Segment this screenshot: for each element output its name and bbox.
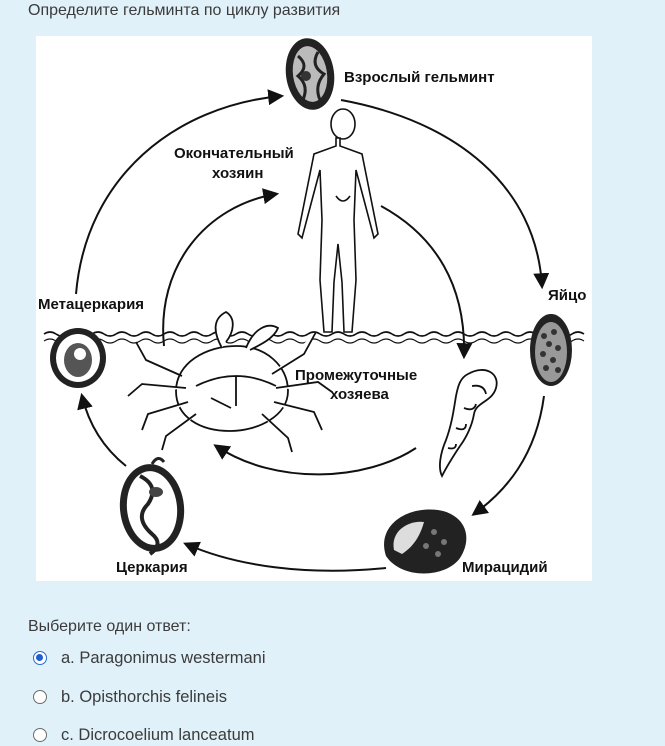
option-a[interactable]: a. Paragonimus westermani <box>33 647 266 669</box>
arrow-miracidium-to-cercaria <box>183 541 387 572</box>
cercaria-illustration <box>119 457 185 556</box>
option-a-label: a. Paragonimus westermani <box>61 648 266 667</box>
snail-illustration <box>439 369 498 479</box>
life-cycle-figure: Взрослый гельминт Окончательный хозяин Я… <box>36 36 592 581</box>
label-intermediate-hosts-1: Промежуточные <box>295 367 417 384</box>
radio-option-b[interactable] <box>33 690 47 704</box>
arrow-human-to-snail <box>380 205 473 360</box>
crab-illustration <box>127 310 333 453</box>
answer-prompt: Выберите один ответ: <box>28 618 191 635</box>
label-cercaria: Церкария <box>116 559 188 576</box>
arrow-egg-to-miracidium <box>471 395 545 516</box>
question-text: Определите гельминта по циклу развития <box>28 2 341 19</box>
water-line <box>43 331 585 337</box>
label-definitive-host-1: Окончательный <box>174 145 294 162</box>
option-b-label: b. Opisthorchis felineis <box>61 687 227 706</box>
adult-worm-illustration <box>285 38 335 110</box>
arrow-snail-to-crab <box>213 444 417 476</box>
radio-option-c[interactable] <box>33 728 47 742</box>
label-intermediate-hosts-2: хозяева <box>330 386 390 403</box>
life-cycle-diagram: Взрослый гельминт Окончательный хозяин Я… <box>38 38 586 576</box>
label-metacercaria: Метацеркария <box>38 296 144 313</box>
arrow-adult-to-egg <box>340 99 550 290</box>
human-illustration <box>297 108 379 333</box>
arrow-metacercaria-to-adult <box>75 89 285 295</box>
option-c[interactable]: c. Dicrocoelium lanceatum <box>33 724 255 746</box>
label-egg: Яйцо <box>548 287 586 304</box>
option-c-label: c. Dicrocoelium lanceatum <box>61 725 255 744</box>
egg-illustration <box>530 314 572 386</box>
miracidium-illustration <box>384 509 467 574</box>
radio-option-a[interactable] <box>33 651 47 665</box>
arrow-crab-to-human <box>162 188 280 347</box>
label-definitive-host-2: хозяин <box>212 165 263 182</box>
arrow-cercaria-to-metacercaria <box>77 392 127 467</box>
metacercaria-illustration <box>50 328 106 388</box>
label-miracidium: Мирацидий <box>462 559 548 576</box>
option-b[interactable]: b. Opisthorchis felineis <box>33 686 227 708</box>
label-adult-helminth: Взрослый гельминт <box>344 69 495 86</box>
